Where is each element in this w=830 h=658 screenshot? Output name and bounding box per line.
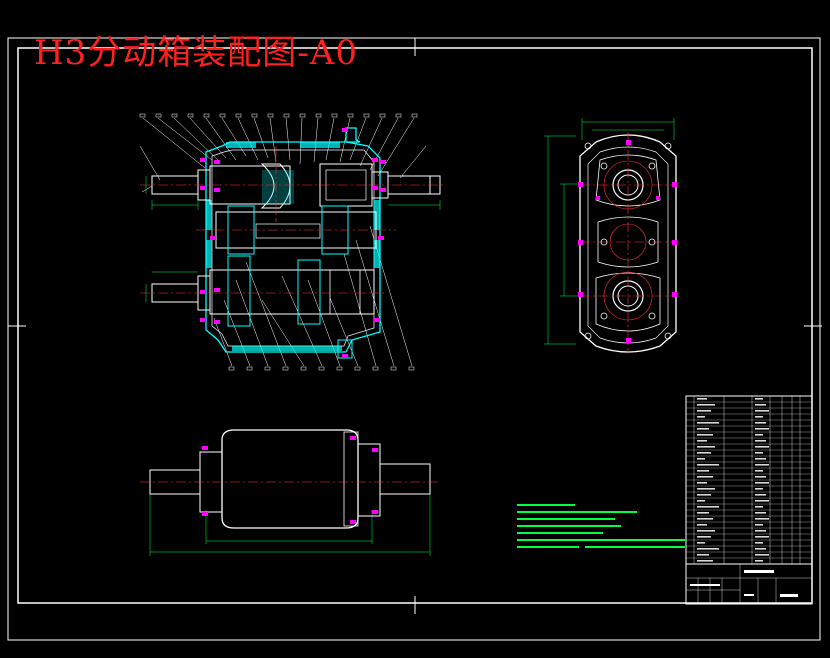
- parts-list-entry-mark: [697, 404, 715, 406]
- parts-list-entry-mark: [697, 488, 715, 490]
- parts-list-entry-mark: [755, 518, 769, 520]
- middle-chamber: [597, 216, 659, 268]
- parts-list-entry-mark: [697, 518, 713, 520]
- parts-list-entry-mark: [697, 536, 711, 538]
- parts-list-entry-mark: [755, 470, 763, 472]
- parts-list: [685, 395, 813, 565]
- parts-list-entry-mark: [697, 452, 711, 454]
- bolts-main: [200, 128, 386, 358]
- parts-list-entry-mark: [755, 506, 763, 508]
- parts-list-entry-mark: [697, 440, 707, 442]
- bottom-view: [140, 429, 440, 556]
- parts-list-entry-mark: [755, 500, 769, 502]
- bottom-leaders: [213, 225, 413, 367]
- section-hatch: [206, 142, 380, 351]
- parts-list-entry-mark: [755, 536, 769, 538]
- parts-list-entry-mark: [697, 542, 705, 544]
- parts-list-entry-mark: [755, 422, 766, 424]
- parts-list-entry-mark: [755, 476, 766, 478]
- parts-list-entry-mark: [755, 512, 766, 514]
- technical-requirements: [517, 504, 685, 548]
- side-housing: [579, 134, 677, 353]
- bottom-left-shaft: [149, 469, 201, 495]
- drawing-title: H3分动箱装配图-A0: [34, 33, 358, 73]
- parts-list-entry-mark: [755, 482, 769, 484]
- parts-list-entry-mark: [755, 548, 766, 550]
- upper-chamber: [595, 154, 661, 207]
- top-leaders: [139, 117, 427, 193]
- parts-list-entry-mark: [697, 434, 713, 436]
- centerlines-side: [580, 132, 676, 354]
- parts-list-entry-mark: [697, 506, 719, 508]
- parts-list-entry-mark: [755, 524, 763, 526]
- lower-chamber: [595, 272, 661, 332]
- parts-list-entry-mark: [697, 554, 709, 556]
- parts-list-entry-mark: [755, 560, 763, 562]
- parts-list-entry-mark: [697, 500, 705, 502]
- parts-list-entry-mark: [697, 548, 719, 550]
- parts-list-entry-mark: [697, 476, 713, 478]
- parts-list-entry-mark: [697, 458, 705, 460]
- parts-list-entry-mark: [697, 470, 709, 472]
- side-bolt-holes: [584, 142, 672, 340]
- parts-list-entry-mark: [755, 398, 763, 400]
- side-bolts: [578, 140, 677, 343]
- bottom-right-shaft: [379, 463, 431, 495]
- parts-list-entry-mark: [697, 560, 713, 562]
- outer-border: [7, 37, 821, 641]
- parts-list-entry-mark: [755, 530, 766, 532]
- parts-list-entry-mark: [697, 416, 705, 418]
- parts-list-entry-mark: [755, 428, 769, 430]
- lower-gear-mid: [297, 259, 321, 325]
- centerlines-main: [140, 146, 446, 294]
- part-number-tags: [139, 113, 418, 371]
- side-view: [544, 118, 677, 354]
- inner-border: [17, 47, 813, 604]
- housing-inner-wall: [211, 149, 375, 347]
- parts-list-entry-mark: [755, 404, 766, 406]
- parts-list-entry-mark: [755, 488, 763, 490]
- main-section-view: [139, 113, 446, 371]
- centering-marks: [8, 38, 822, 614]
- parts-list-entry-mark: [697, 530, 715, 532]
- parts-list-entry-mark: [697, 422, 719, 424]
- parts-list-entry-mark: [755, 494, 766, 496]
- parts-list-entry-mark: [755, 446, 769, 448]
- parts-list-entry-mark: [697, 494, 711, 496]
- bottom-housing: [221, 429, 359, 529]
- lower-gear-left: [227, 255, 251, 327]
- lower-output-shaft: [209, 269, 375, 315]
- parts-list-entry-mark: [755, 464, 769, 466]
- housing-outline: [205, 127, 381, 353]
- parts-list-entry-mark: [697, 446, 715, 448]
- parts-list-entry-mark: [755, 458, 766, 460]
- parts-list-entry-mark: [697, 428, 709, 430]
- parts-list-entry-mark: [755, 410, 769, 412]
- bottom-bolts: [202, 436, 378, 524]
- parts-list-entry-mark: [697, 398, 707, 400]
- parts-list-entry-mark: [697, 524, 707, 526]
- dimensions-side: [544, 118, 675, 345]
- parts-list-entry-mark: [755, 542, 763, 544]
- dimensions-main: [145, 176, 441, 302]
- bevel-gear: [260, 163, 291, 209]
- parts-list-entry-mark: [697, 464, 719, 466]
- parts-list-entry-mark: [755, 440, 766, 442]
- title-block: [685, 563, 813, 605]
- parts-list-entry-mark: [697, 482, 707, 484]
- parts-list-entry-mark: [755, 452, 763, 454]
- parts-list-entry-mark: [755, 554, 769, 556]
- parts-list-entry-mark: [755, 434, 763, 436]
- parts-list-entry-mark: [697, 410, 711, 412]
- dimensions-bottom: [149, 490, 431, 556]
- parts-list-entry-mark: [697, 512, 709, 514]
- parts-list-entry-mark: [755, 416, 763, 418]
